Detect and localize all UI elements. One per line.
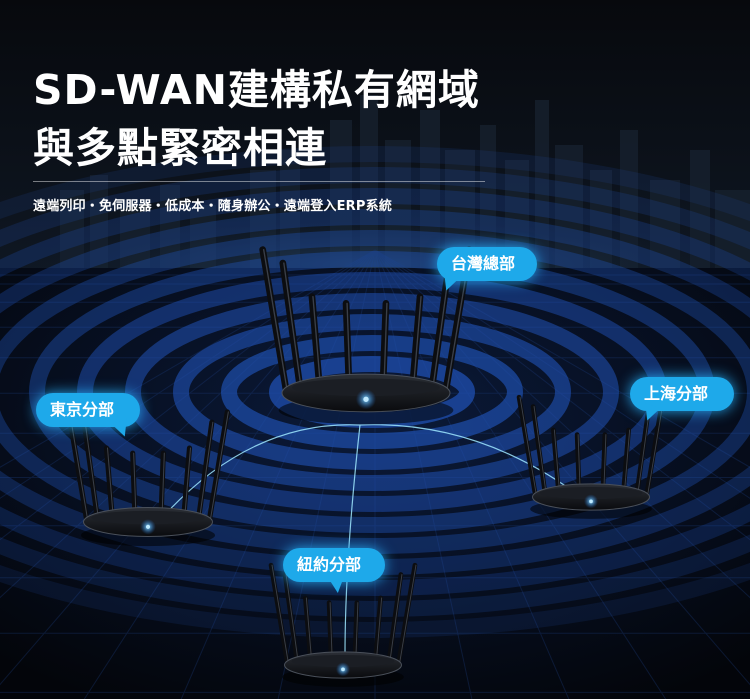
antenna-highlight bbox=[285, 574, 299, 664]
antenna bbox=[372, 595, 383, 666]
antenna bbox=[268, 562, 290, 666]
antenna bbox=[180, 445, 193, 523]
antenna-highlight bbox=[519, 396, 537, 496]
grid-line bbox=[374, 249, 750, 468]
routers bbox=[66, 246, 666, 687]
grid-line bbox=[0, 249, 376, 499]
antenna bbox=[620, 427, 631, 498]
headline-line-2: 與多點緊密相連 bbox=[33, 124, 327, 172]
antenna-highlight bbox=[305, 597, 313, 664]
grid-line bbox=[0, 249, 376, 468]
newyork-branch-bubble: 紐約分部 bbox=[283, 548, 385, 594]
antenna-highlight bbox=[209, 411, 229, 521]
antenna bbox=[66, 409, 90, 523]
taiwan-hq-bubble: 台灣總部 bbox=[437, 247, 537, 294]
antenna-highlight bbox=[647, 396, 665, 496]
shanghai-branch-label: 上海分部 bbox=[644, 384, 709, 403]
signal-ring bbox=[0, 188, 750, 596]
antenna-highlight bbox=[399, 564, 417, 664]
antenna-highlight bbox=[533, 406, 547, 496]
antenna bbox=[551, 427, 562, 498]
signal-ring bbox=[0, 230, 750, 554]
antenna-highlight bbox=[389, 574, 403, 664]
antenna-highlight bbox=[69, 411, 89, 521]
led-indicator bbox=[341, 667, 345, 672]
antenna bbox=[530, 404, 548, 498]
newyork-branch-label: 紐約分部 bbox=[297, 555, 362, 574]
antenna bbox=[103, 445, 116, 523]
signal-ring bbox=[0, 167, 750, 617]
antenna bbox=[282, 572, 300, 666]
antenna-highlight bbox=[263, 248, 288, 392]
led-indicator bbox=[363, 396, 369, 402]
taiwan-hq-label: 台灣總部 bbox=[451, 254, 516, 273]
antenna bbox=[386, 572, 404, 666]
signal-ring bbox=[173, 314, 571, 470]
router-top bbox=[291, 654, 395, 668]
bubble-tail bbox=[328, 576, 346, 594]
antenna bbox=[81, 419, 101, 523]
antenna-highlight bbox=[637, 406, 651, 496]
antenna-highlight bbox=[283, 262, 303, 392]
tokyo-branch-bubble: 東京分部 bbox=[36, 393, 140, 440]
link-taiwan-tokyo bbox=[159, 424, 361, 521]
antenna-highlight bbox=[412, 296, 422, 392]
antenna bbox=[279, 259, 304, 395]
signal-ring bbox=[125, 293, 619, 491]
antenna bbox=[303, 595, 314, 666]
antenna-highlight bbox=[84, 421, 100, 521]
antenna bbox=[428, 259, 453, 395]
antenna bbox=[516, 394, 538, 498]
antenna-highlight bbox=[271, 564, 289, 664]
antenna bbox=[634, 404, 652, 498]
antenna bbox=[195, 419, 215, 523]
router-tokyo bbox=[66, 409, 230, 547]
led-indicator bbox=[589, 499, 593, 504]
router-top bbox=[539, 486, 643, 500]
router-taiwan bbox=[259, 246, 473, 425]
antenna bbox=[206, 409, 230, 523]
antenna-highlight bbox=[553, 429, 561, 496]
antenna-highlight bbox=[106, 447, 115, 521]
divider bbox=[33, 181, 485, 182]
router-shanghai bbox=[516, 394, 666, 519]
signal-ring bbox=[221, 335, 523, 449]
router-top bbox=[91, 510, 205, 525]
headline-line-1: SD-WAN建構私有網域 bbox=[33, 66, 480, 114]
antenna-highlight bbox=[312, 296, 322, 392]
antenna-highlight bbox=[623, 429, 631, 496]
shanghai-branch-bubble: 上海分部 bbox=[630, 377, 734, 424]
router-top bbox=[292, 378, 440, 397]
led-indicator bbox=[145, 524, 151, 529]
antenna bbox=[308, 293, 324, 395]
feature-tagline: 遠端列印・免伺服器・低成本・隨身辦公・遠端登入ERP系統 bbox=[33, 199, 393, 214]
router-newyork bbox=[268, 562, 418, 687]
signal-ring bbox=[0, 146, 750, 638]
antenna-highlight bbox=[375, 597, 383, 664]
antenna-highlight bbox=[431, 262, 451, 392]
antenna bbox=[396, 562, 418, 666]
grid-line bbox=[374, 249, 750, 499]
antenna-highlight bbox=[198, 421, 214, 521]
tokyo-branch-label: 東京分部 bbox=[50, 400, 115, 419]
antenna bbox=[259, 246, 290, 395]
antenna-highlight bbox=[183, 447, 192, 521]
antenna bbox=[408, 293, 424, 395]
antenna bbox=[644, 394, 666, 498]
